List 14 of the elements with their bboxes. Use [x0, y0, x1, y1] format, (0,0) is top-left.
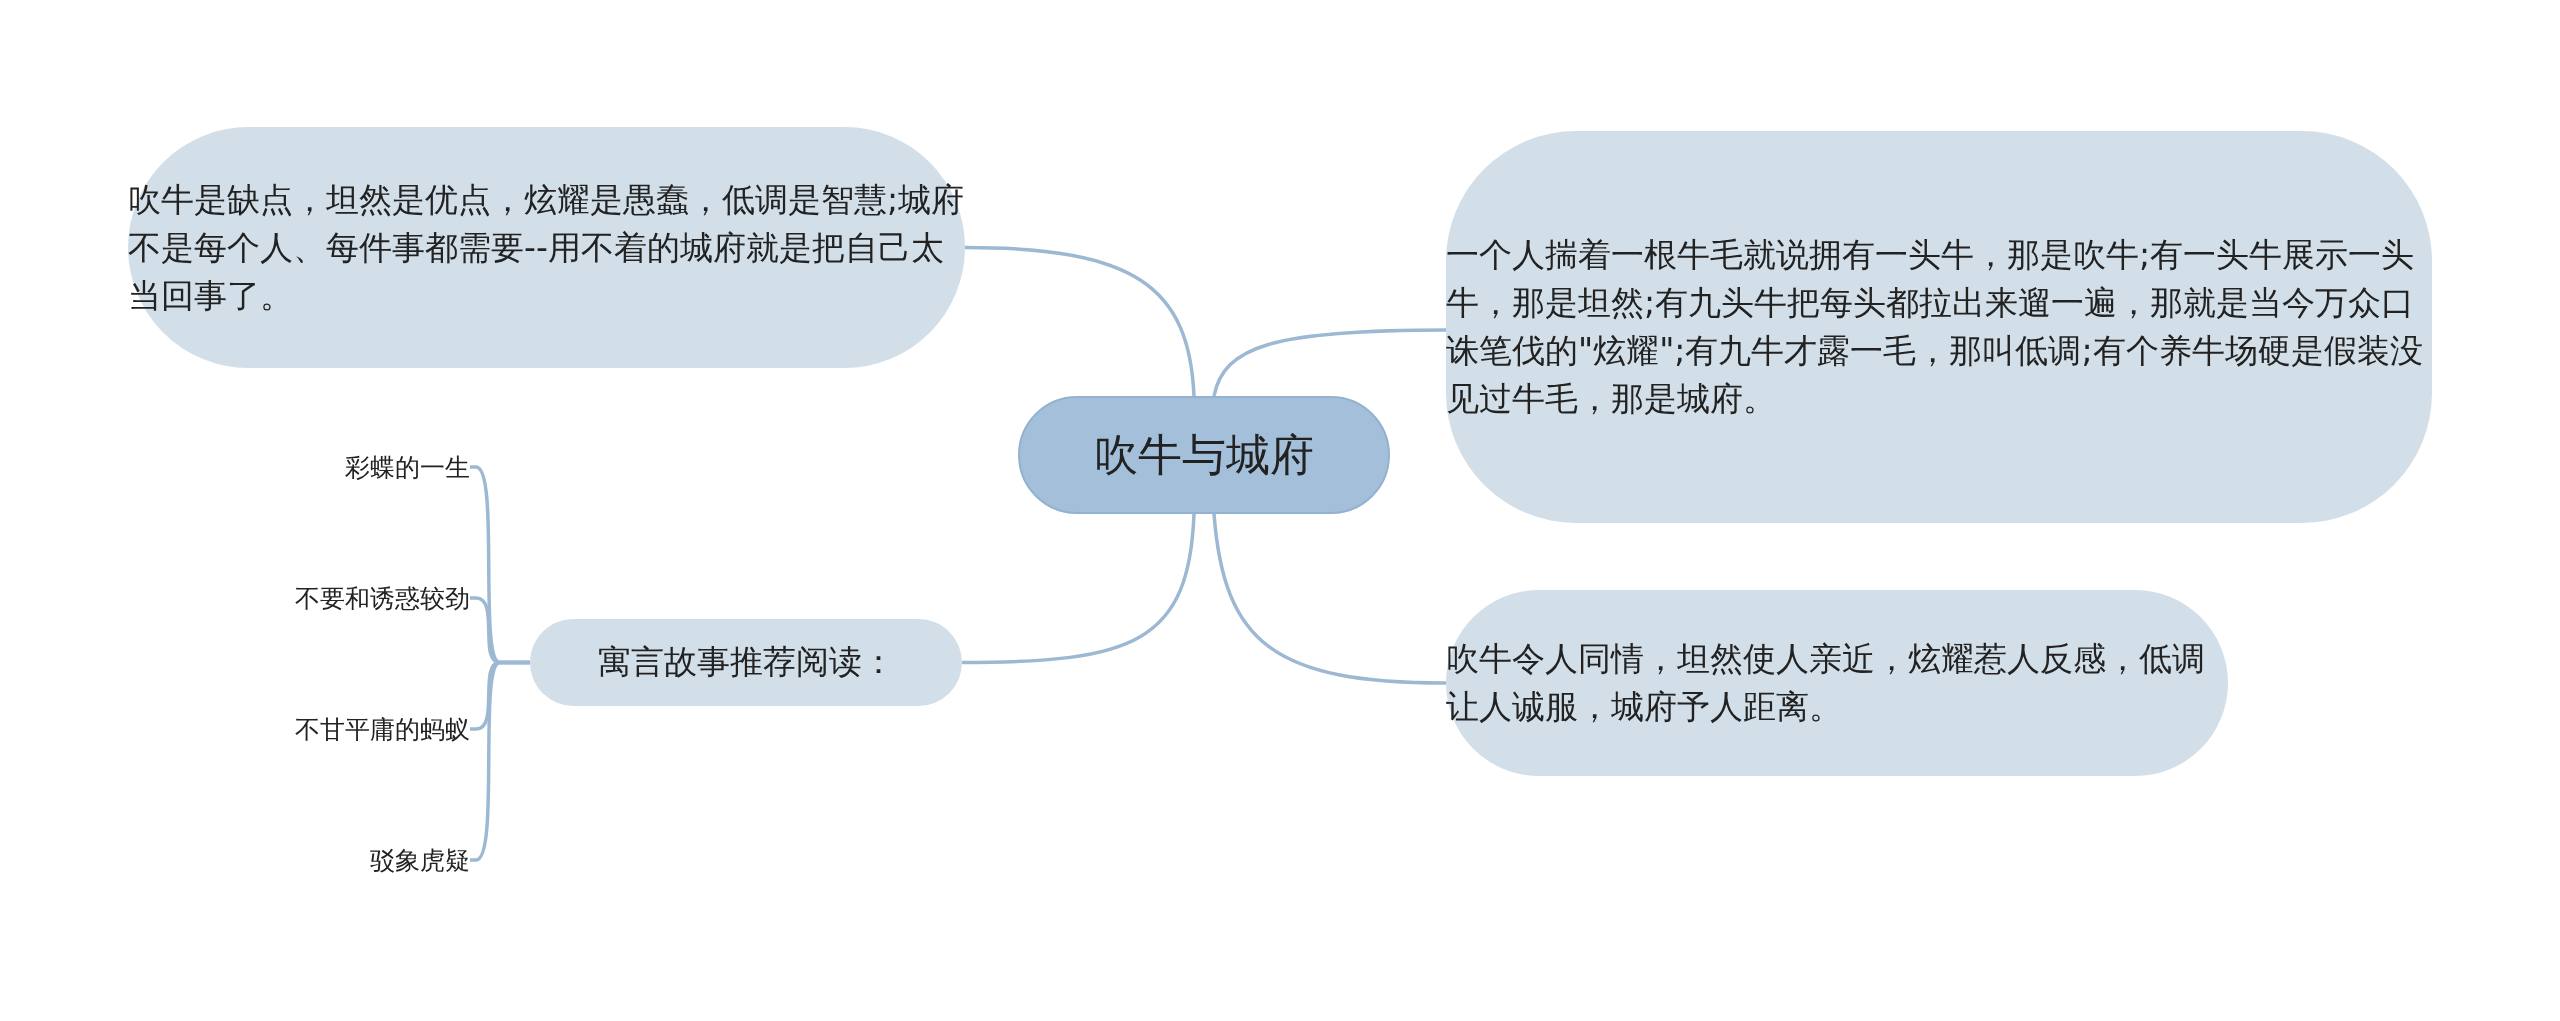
node-text: 吹牛是缺点，坦然是优点，炫耀是愚蠢，低调是智慧;城府不是每个人、每件事都需要--用不着的城府就是把自己太当回事了。 [128, 178, 965, 317]
topic-label: 不要和诱惑较劲 [295, 582, 470, 615]
topic-label: 彩蝶的一生 [345, 451, 470, 484]
connector-line [1212, 513, 1447, 685]
node-text: 一个人揣着一根牛毛就说拥有一头牛，那是吹牛;有一头牛展示一头牛，那是坦然;有九头牛把每头都拉出来遛一遍，那就是当今万众口诛笔伐的"炫耀";有九牛才露一毛，那叫低调;有个养牛场硬是假装没见过牛毛，那是城府。 [1446, 234, 2424, 420]
node-text: 吹牛与城府 [1094, 427, 1314, 482]
connector-line [961, 513, 1196, 665]
node-text: 寓言故事推荐阅读： [597, 641, 895, 683]
connector-line [964, 245, 1196, 397]
topic-label: 不甘平庸的蚂蚁 [295, 713, 470, 746]
connector-line [1212, 328, 1446, 397]
topic-label: 驳象虎疑 [370, 844, 470, 877]
connector-line [470, 660, 530, 862]
node-text: 吹牛令人同情，坦然使人亲近，炫耀惹人反感，低调让人诚服，城府予人距离。 [1446, 638, 2206, 728]
